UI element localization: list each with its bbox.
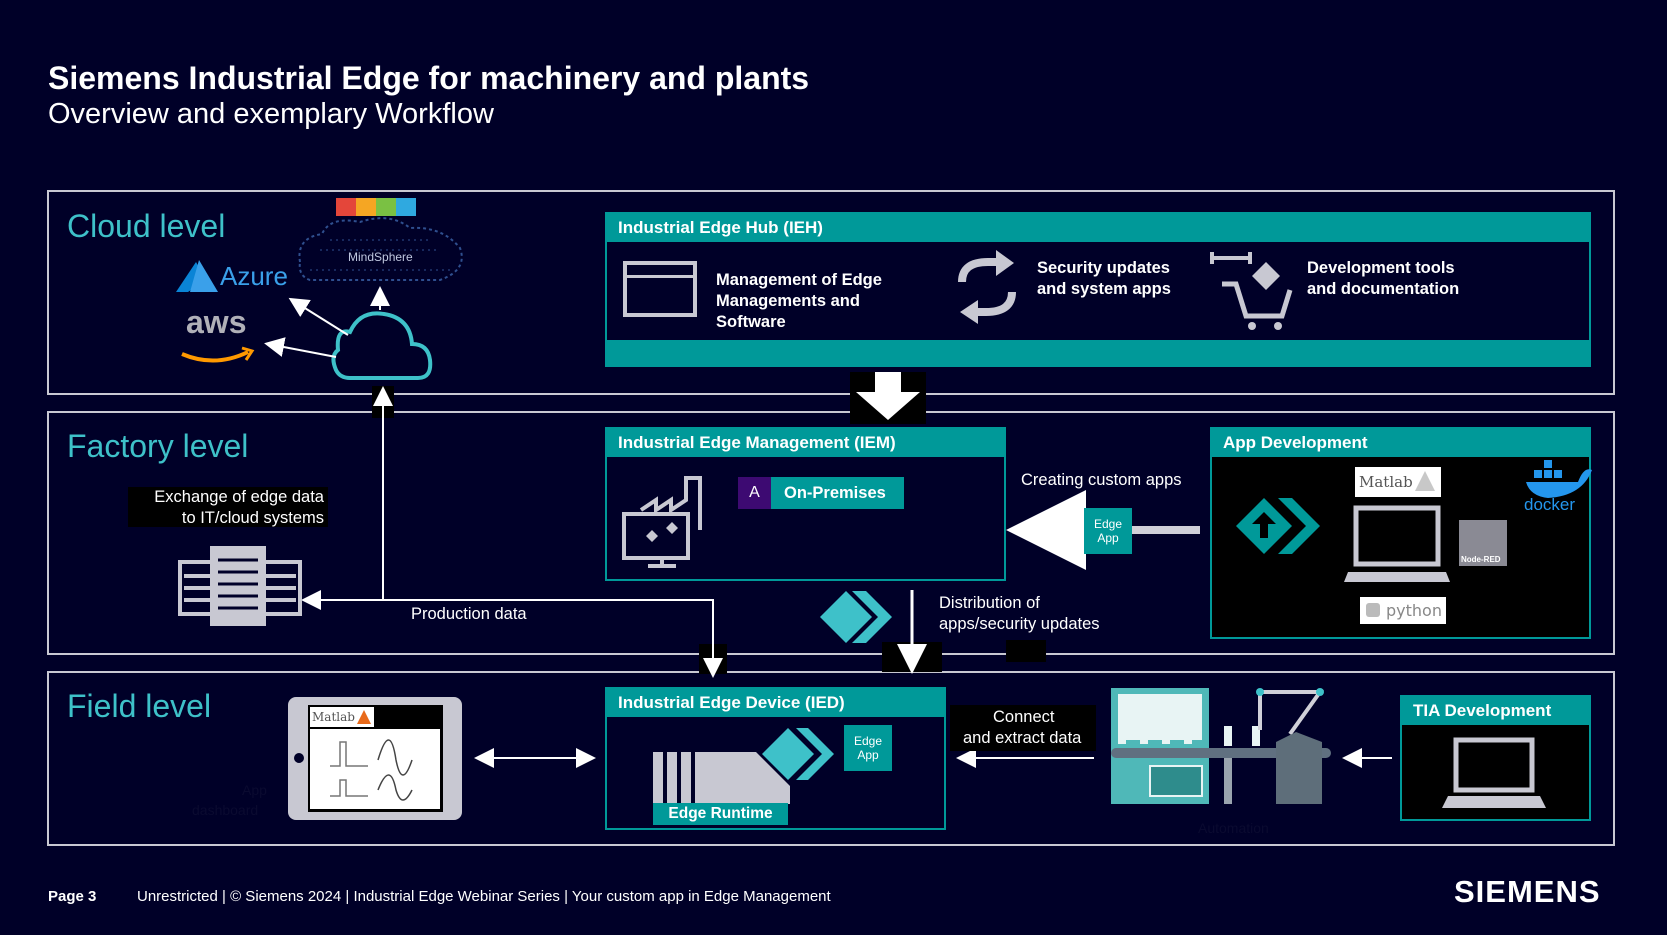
mindsphere-logo-icon <box>298 198 463 281</box>
aws-smile-icon <box>181 350 249 363</box>
matlab-logo: Matlab <box>1355 467 1441 497</box>
distribution-chevron-icon <box>820 591 892 643</box>
ieh-item2-line2: and system apps <box>1037 280 1171 298</box>
connect-label-box: Connect and extract data <box>950 705 1096 751</box>
mindsphere-label: MindSphere <box>348 250 413 264</box>
nodered-label: Node-RED <box>1461 555 1501 564</box>
edge-app-line1: Edge <box>1093 517 1123 531</box>
ied-header: Industrial Edge Device (IED) <box>605 687 946 717</box>
python-label: python <box>1386 601 1442 620</box>
docker-label: docker <box>1524 495 1576 514</box>
azure-logo-icon <box>176 260 218 292</box>
connect-label-line2: and extract data <box>963 729 1082 747</box>
tablet-matlab-logo: Matlab <box>310 707 374 727</box>
production-data-label: Production data <box>411 605 527 623</box>
cloud-level-frame <box>47 190 1615 395</box>
cloud-to-azure-arrow <box>288 297 349 336</box>
edge-app-badge-factory: Edge App <box>1084 508 1132 554</box>
exchange-label-line1: Exchange of edge data <box>154 488 324 506</box>
azure-label: Azure <box>220 261 288 291</box>
tia-header: TIA Development <box>1400 695 1591 725</box>
tablet-matlab-label: Matlab <box>312 710 355 724</box>
iem-header: Industrial Edge Management (IEM) <box>605 427 1006 457</box>
on-prem-label: On-Premises <box>784 484 886 502</box>
python-icon <box>1366 603 1380 617</box>
footer-text: Unrestricted | © Siemens 2024 | Industri… <box>137 888 831 905</box>
ied-edge-app-line2: App <box>857 748 879 762</box>
page-subtitle: Overview and exemplary Workflow <box>48 98 494 130</box>
aws-label: aws <box>186 304 247 340</box>
ieh-footer-bar <box>605 340 1591 367</box>
on-prem-badge: A On-Premises <box>738 477 904 509</box>
factory-level-frame <box>47 411 1615 655</box>
page-number: Page 3 <box>48 888 97 905</box>
exchange-label-box: Exchange of edge data to IT/cloud system… <box>128 487 328 527</box>
cloud-icon <box>331 311 433 380</box>
tablet-matlab-peak-icon <box>357 710 371 724</box>
tablet-device: Matlab <box>288 697 462 820</box>
distribution-label-line2: apps/security updates <box>939 615 1100 633</box>
ieh-item1-line2: Managements and <box>716 292 860 310</box>
automation-label: Automation <box>1198 820 1269 836</box>
tablet-caption-line2: dashboard <box>192 802 259 818</box>
cloud-to-aws-arrow <box>264 337 337 358</box>
distribution-label-line1: Distribution of <box>939 594 1040 612</box>
tablet-chart-area <box>310 729 440 809</box>
ieh-item1-line1: Management of Edge <box>716 271 882 289</box>
connect-label-line1: Connect <box>993 708 1055 726</box>
python-logo: python <box>1360 597 1446 624</box>
ieh-item1-line3: Software <box>716 313 786 331</box>
app-dev-header: App Development <box>1210 427 1591 457</box>
siemens-logo: SIEMENS <box>1454 874 1601 909</box>
ieh-item3-line1: Development tools <box>1307 259 1455 277</box>
ieh-item3-line2: and documentation <box>1307 280 1460 298</box>
field-level-label: Field level <box>67 688 212 724</box>
cloud-level-label: Cloud level <box>67 208 226 244</box>
ieh-item2-line1: Security updates <box>1037 259 1170 277</box>
on-prem-letter: A <box>738 477 771 509</box>
factory-level-label: Factory level <box>67 428 249 464</box>
matlab-peak-icon <box>1415 471 1435 491</box>
tablet-caption-line1: App <box>242 782 267 798</box>
exchange-label-line2: to IT/cloud systems <box>181 509 324 527</box>
tablet-home-button <box>294 753 304 763</box>
page-title: Siemens Industrial Edge for machinery an… <box>48 60 810 96</box>
creating-apps-label: Creating custom apps <box>1021 471 1182 489</box>
ieh-header-bar: Industrial Edge Hub (IEH) <box>605 212 1591 242</box>
window-icon <box>623 261 697 317</box>
ied-edge-app-line1: Edge <box>853 734 883 748</box>
tablet-screen: Matlab <box>308 705 443 812</box>
edge-app-badge-ied: Edge App <box>844 725 892 771</box>
edge-runtime-label: Edge Runtime <box>653 803 788 825</box>
matlab-label: Matlab <box>1359 473 1413 491</box>
field-level-frame <box>47 671 1615 846</box>
nodered-logo: Node-RED <box>1459 520 1507 566</box>
edge-app-line2: App <box>1097 531 1119 545</box>
ieh-to-iem-arrow <box>856 372 920 420</box>
